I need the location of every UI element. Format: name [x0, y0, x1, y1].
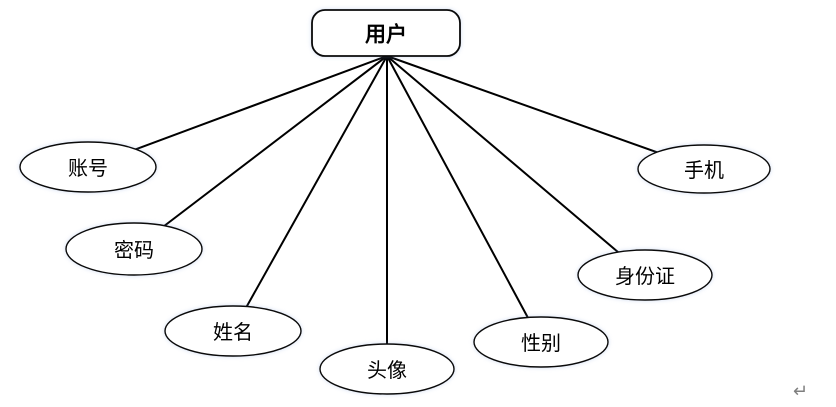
connector-line-password [133, 55, 388, 250]
connector-line-account [87, 55, 388, 168]
connector-line-idcard [386, 55, 646, 276]
attribute-ellipse-idcard [577, 249, 713, 301]
connector-lines [87, 55, 705, 370]
connector-line-gender [386, 55, 542, 343]
entity-label: 用户 [365, 22, 407, 47]
entity-node: 用户 [311, 9, 461, 57]
entity-box [311, 9, 461, 57]
attribute-ellipse-password [65, 222, 203, 276]
attribute-ellipse-gender [473, 316, 609, 368]
attribute-ellipse-avatar [319, 343, 455, 395]
attribute-label-idcard: 身份证 [615, 264, 675, 288]
attribute-label-name: 姓名 [213, 320, 253, 344]
attribute-name: 姓名 [164, 305, 302, 357]
attribute-ellipse-phone [637, 144, 771, 194]
attribute-label-gender: 性别 [521, 331, 561, 355]
attribute-label-password: 密码 [114, 238, 154, 262]
connector-line-phone [386, 55, 705, 170]
attribute-ellipse-account [19, 141, 157, 193]
attribute-account: 账号 [19, 141, 157, 193]
attribute-idcard: 身份证 [577, 249, 713, 301]
attribute-label-phone: 手机 [684, 158, 724, 182]
attribute-gender: 性别 [473, 316, 609, 368]
attribute-ellipse-name [164, 305, 302, 357]
connector-line-name [232, 55, 388, 332]
attribute-password: 密码 [65, 222, 203, 276]
attribute-label-avatar: 头像 [367, 358, 407, 382]
paragraph-return-icon: ↵ [792, 381, 808, 402]
attribute-phone: 手机 [637, 144, 771, 194]
attribute-label-account: 账号 [68, 156, 108, 180]
attribute-avatar: 头像 [319, 343, 455, 395]
